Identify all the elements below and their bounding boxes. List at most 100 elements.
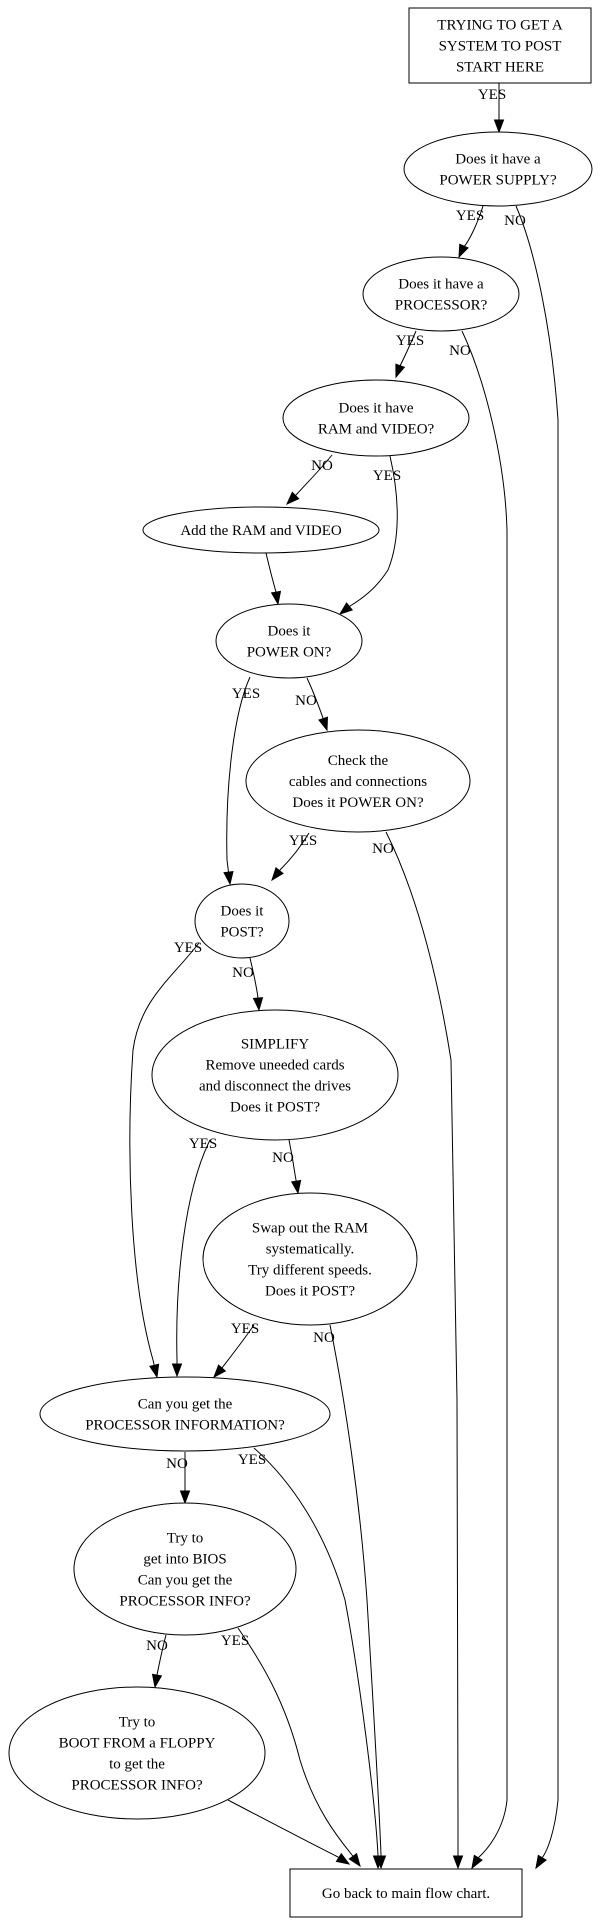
node-label-line: Does it have: [339, 401, 414, 417]
edge-line: [156, 1634, 167, 1676]
edge-line: [176, 1139, 211, 1361]
node-label-line: Try to: [167, 1531, 204, 1547]
node-label-line: RAM and VIDEO?: [318, 422, 435, 438]
edge-floppy-end: [227, 1799, 351, 1865]
edge-swapram-cpuinfo: [213, 1324, 255, 1379]
edge-bios-end: [237, 1627, 361, 1868]
edge-label: NO: [146, 1638, 168, 1654]
node-ellipse: [8, 1686, 266, 1820]
arrowhead-icon: [270, 590, 282, 606]
arrowhead-icon: [338, 602, 354, 615]
edge-line: [249, 957, 259, 999]
edge-label: NO: [313, 1330, 335, 1346]
node-addram[interactable]: Add the RAM and VIDEO: [142, 506, 380, 554]
edge-line-tail: [226, 859, 230, 873]
node-label-line: Does it POST?: [230, 1100, 320, 1116]
arrowhead-icon: [458, 243, 469, 259]
node-label-line: and disconnect the drives: [199, 1079, 351, 1095]
node-label-line: TRYING TO GET A: [437, 18, 563, 34]
node-label-line: Add the RAM and VIDEO: [180, 523, 342, 539]
edge-label: YES: [289, 833, 317, 849]
edge-cpuinfo-bios: [179, 1452, 191, 1505]
edge-line: [129, 942, 200, 1361]
node-ellipse: [142, 506, 380, 554]
node-ellipse: [245, 729, 471, 833]
node-label-line: Does it POST?: [265, 1284, 355, 1300]
edge-line: [226, 676, 251, 861]
arrowhead-icon: [252, 997, 264, 1012]
edge-post-simplify: [249, 957, 264, 1012]
edge-label: NO: [311, 458, 333, 474]
edge-simplify-swapram: [288, 1139, 302, 1195]
node-label-line: PROCESSOR INFO?: [71, 1778, 203, 1794]
edge-psu-end: [515, 205, 559, 1870]
edge-label: YES: [478, 87, 506, 103]
node-label-line: Remove uneeded cards: [205, 1058, 344, 1074]
edges-layer: [129, 83, 559, 1870]
node-end[interactable]: Go back to main flow chart.: [289, 1868, 523, 1918]
node-simplify[interactable]: SIMPLIFY Remove uneeded cards and disconne…: [151, 1009, 399, 1141]
node-label-line: Can you get the: [138, 1397, 233, 1413]
edge-label: YES: [189, 1136, 217, 1152]
edge-post-cpuinfo: [129, 942, 200, 1379]
arrowhead-icon: [535, 1854, 547, 1870]
edge-cpu-end: [461, 330, 508, 1870]
node-label-line: Can you get the: [138, 1573, 233, 1589]
node-ellipse: [202, 1192, 418, 1326]
edge-start-psu: [493, 83, 505, 134]
node-ellipse: [362, 256, 520, 332]
edge-poweron-post: [223, 676, 251, 886]
arrowhead-icon: [223, 870, 234, 886]
arrowhead-icon: [335, 1852, 351, 1865]
edge-label: YES: [221, 1633, 249, 1649]
edge-line: [349, 455, 398, 607]
edge-line-tail: [152, 1359, 155, 1366]
arrowhead-icon: [395, 363, 406, 379]
edge-line: [265, 552, 277, 593]
arrowhead-icon: [213, 1364, 227, 1379]
arrowhead-icon: [151, 1673, 163, 1689]
node-label-line: POWER ON?: [247, 645, 332, 661]
edge-line: [221, 1324, 255, 1369]
node-box: [408, 7, 592, 84]
edge-line: [399, 330, 417, 367]
edge-label: YES: [373, 468, 401, 484]
node-ellipse: [215, 603, 363, 679]
arrowhead-icon: [271, 866, 284, 882]
node-label-line: SIMPLIFY: [241, 1037, 310, 1053]
edge-line: [227, 1799, 339, 1858]
edge-ramvideo-poweron: [338, 455, 398, 615]
edge-line: [253, 1447, 379, 1856]
node-label-line: PROCESSOR?: [395, 298, 488, 314]
edge-label: YES: [238, 1452, 266, 1468]
arrowhead-icon: [171, 1363, 183, 1378]
node-label-line: START HERE: [456, 60, 544, 76]
edge-label: NO: [295, 693, 317, 709]
edge-label: NO: [166, 1456, 188, 1472]
node-ellipse: [151, 1009, 399, 1141]
node-ellipse: [403, 131, 593, 207]
edge-psu-cpu: [458, 205, 484, 259]
edge-poweron-cables: [306, 677, 329, 732]
node-label-line: Swap out the RAM: [252, 1221, 368, 1237]
arrowhead-icon: [290, 1179, 302, 1195]
node-label-line: systematically.: [266, 1242, 355, 1258]
arrowhead-icon: [471, 1854, 483, 1870]
edge-label: YES: [231, 1321, 259, 1337]
node-label-line: BOOT FROM a FLOPPY: [59, 1736, 216, 1752]
edge-ramvideo-addram: [285, 454, 333, 506]
edge-cpuinfo-end: [253, 1447, 384, 1870]
